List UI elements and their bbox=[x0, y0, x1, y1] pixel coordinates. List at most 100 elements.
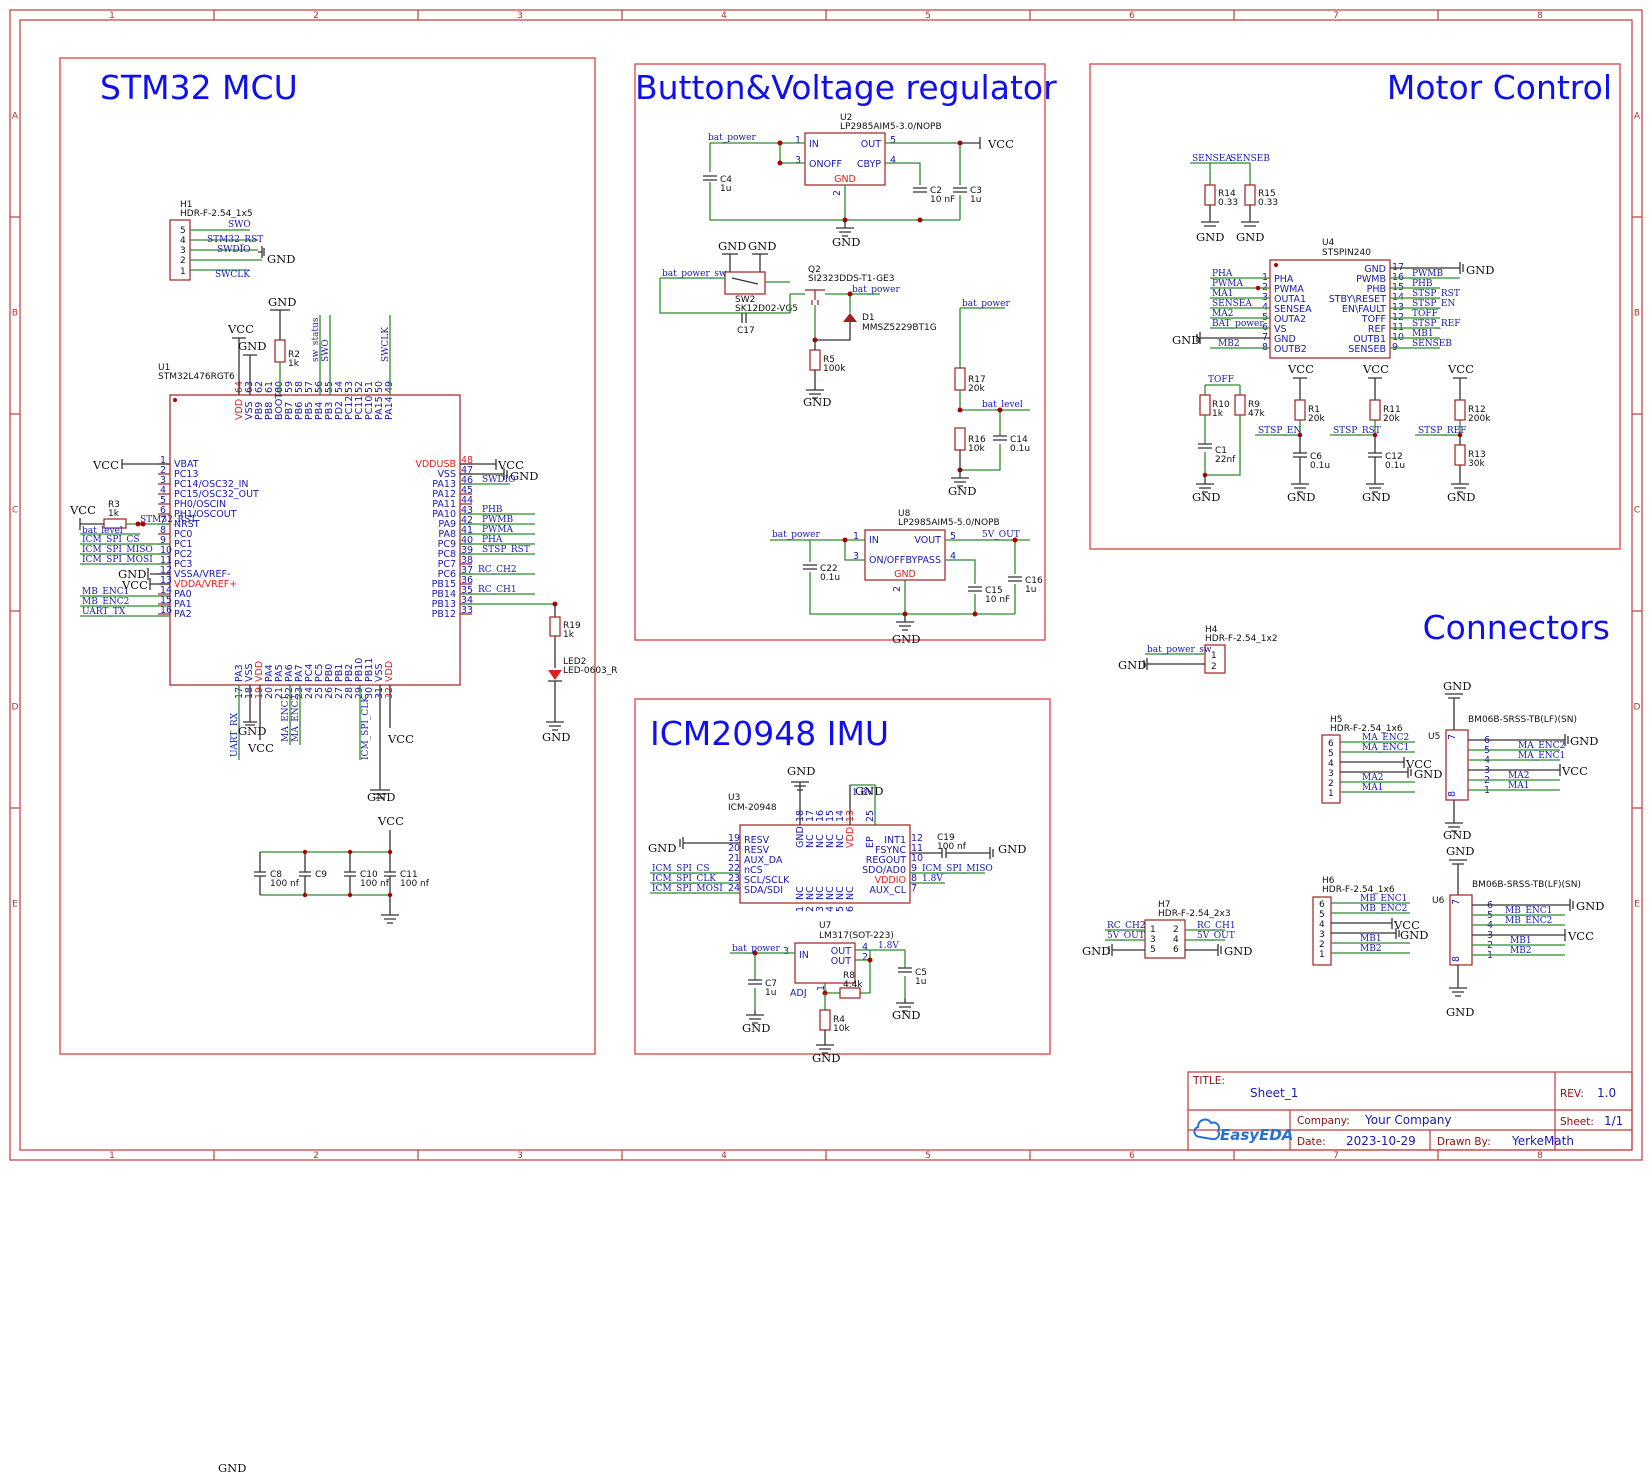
grid-col-top: 4 bbox=[721, 11, 727, 21]
svg-text:R2: R2 bbox=[288, 350, 300, 360]
svg-text:Sheet_1: Sheet_1 bbox=[1250, 1086, 1298, 1100]
svg-text:H7: H7 bbox=[1158, 900, 1171, 910]
svg-text:1.8V: 1.8V bbox=[878, 941, 899, 951]
svg-text:R4: R4 bbox=[833, 1015, 845, 1025]
u1-pin-label: NRST bbox=[174, 519, 200, 530]
u1-pin-number: 25 bbox=[314, 687, 325, 699]
u4-pin-label: REF bbox=[1368, 324, 1386, 335]
svg-text:Date:: Date: bbox=[1297, 1136, 1326, 1148]
u3-pin-number: 22 bbox=[728, 863, 740, 874]
svg-text:TOFF: TOFF bbox=[1412, 309, 1438, 319]
u3-pin-label: EP bbox=[865, 836, 876, 848]
svg-text:MB_ENC2: MB_ENC2 bbox=[1505, 916, 1552, 926]
u1-pin-number: 27 bbox=[334, 687, 345, 699]
svg-text:ONOFF: ONOFF bbox=[809, 159, 842, 170]
grid-col-bottom: 7 bbox=[1333, 1151, 1339, 1161]
svg-text:bat_power: bat_power bbox=[708, 133, 756, 143]
u4-pin-label: STBY\RESET bbox=[1329, 294, 1386, 305]
u1-left-nets: ICM_SPI_CS ICM_SPI_MISO ICM_SPI_MOSI MB_… bbox=[80, 535, 170, 617]
svg-text:1: 1 bbox=[1211, 651, 1217, 661]
svg-text:ICM_SPI_CLK: ICM_SPI_CLK bbox=[652, 874, 716, 884]
u1-pin-label: PA5 bbox=[274, 664, 285, 682]
svg-text:LED-0603_R: LED-0603_R bbox=[563, 666, 618, 676]
vbat-vcc: VCC bbox=[92, 458, 170, 472]
u1-pin-number: 57 bbox=[304, 381, 315, 393]
h6-pin-number: 1 bbox=[1319, 950, 1325, 960]
grid-col-bottom: 2 bbox=[313, 1151, 319, 1161]
svg-text:10k: 10k bbox=[833, 1024, 850, 1034]
u1-pin-label: PA14 bbox=[384, 396, 395, 420]
u3-pin-number: 21 bbox=[728, 853, 740, 864]
svg-text:5V_OUT: 5V_OUT bbox=[1107, 931, 1145, 941]
svg-text:MB_ENC2: MB_ENC2 bbox=[82, 597, 129, 607]
sense-resistors: SENSEA SENSEB R14 0.33 R15 0.33 GND GND bbox=[1190, 154, 1278, 244]
u1-pin-number: 34 bbox=[461, 595, 473, 606]
u3-pin-label: NC bbox=[835, 834, 846, 848]
svg-text:ICM_SPI_MOSI: ICM_SPI_MOSI bbox=[82, 555, 153, 565]
u6-pin-number: 8 bbox=[1451, 956, 1462, 962]
svg-text:SWO: SWO bbox=[321, 339, 331, 362]
u1-pin-number: 15 bbox=[160, 595, 172, 606]
svg-text:RC_CH1: RC_CH1 bbox=[1197, 921, 1236, 931]
svg-text:SENSEB: SENSEB bbox=[1230, 154, 1270, 164]
svg-text:3: 3 bbox=[853, 551, 859, 562]
svg-text:ICM_SPI_MISO: ICM_SPI_MISO bbox=[82, 545, 153, 555]
u1-pin-label: PB1 bbox=[334, 664, 345, 682]
u4-pin-label: OUTB1 bbox=[1353, 334, 1386, 345]
svg-text:3: 3 bbox=[795, 155, 801, 166]
grid-row-left: E bbox=[12, 900, 18, 910]
u1-pin-label: PB3 bbox=[324, 402, 335, 420]
u3-pin-label: NC bbox=[825, 886, 836, 900]
svg-text:4: 4 bbox=[862, 942, 868, 953]
h5-pin-number: 1 bbox=[1328, 789, 1334, 799]
svg-text:GND: GND bbox=[510, 469, 538, 483]
svg-text:BM06B-SRSS-TB(LF)(SN): BM06B-SRSS-TB(LF)(SN) bbox=[1472, 880, 1581, 890]
u3-pin-label: GND bbox=[795, 826, 806, 848]
u4-pin-label: PHA bbox=[1274, 274, 1294, 285]
u4-pin-label: GND bbox=[1364, 264, 1386, 275]
svg-text:U8: U8 bbox=[898, 509, 911, 519]
u1-pin-label: PC14/OSC32_IN bbox=[174, 479, 249, 490]
svg-text:GND: GND bbox=[787, 764, 815, 778]
svg-text:OUT: OUT bbox=[831, 956, 851, 967]
svg-text:GND: GND bbox=[1118, 658, 1146, 672]
u3-pin-label: FSYNC bbox=[875, 845, 906, 856]
svg-text:PWMB: PWMB bbox=[482, 515, 514, 525]
u3-pin-number: 9 bbox=[911, 863, 917, 874]
u3-pin-number: 17 bbox=[805, 810, 816, 822]
u3-pin-label: NC bbox=[825, 834, 836, 848]
u1-pin-label: PB14 bbox=[432, 589, 456, 600]
u1-pin-label: PA10 bbox=[432, 509, 456, 520]
svg-text:GND: GND bbox=[268, 295, 296, 309]
svg-text:GND: GND bbox=[1236, 230, 1264, 244]
u1-pin-number: 20 bbox=[264, 687, 275, 699]
svg-text:1.8V: 1.8V bbox=[852, 788, 873, 798]
svg-text:R17: R17 bbox=[968, 375, 986, 385]
u1-pin-number: 53 bbox=[344, 381, 355, 393]
u1-pin-number: 47 bbox=[461, 465, 473, 476]
svg-text:U2: U2 bbox=[840, 113, 852, 123]
svg-text:SENSEB: SENSEB bbox=[1412, 339, 1452, 349]
svg-text:C7: C7 bbox=[765, 979, 777, 989]
svg-text:U5: U5 bbox=[1428, 732, 1440, 742]
svg-text:bat_level: bat_level bbox=[82, 526, 123, 536]
u1-pin-number: 24 bbox=[304, 687, 315, 699]
u4-pin-label: TOFF bbox=[1361, 314, 1386, 325]
svg-text:ICM_SPI_MISO: ICM_SPI_MISO bbox=[922, 864, 993, 874]
u4-pin-label: GND bbox=[1274, 334, 1296, 345]
svg-text:GND: GND bbox=[1443, 828, 1471, 842]
u3-pin-number: 15 bbox=[825, 810, 836, 822]
svg-text:5: 5 bbox=[950, 531, 956, 542]
u4-pin-label: VS bbox=[1274, 324, 1287, 335]
u1-pin-number: 41 bbox=[461, 525, 473, 536]
u1-pin-label: PC7 bbox=[438, 559, 456, 570]
u1-pin-label: PA15 bbox=[374, 396, 385, 420]
svg-text:GND: GND bbox=[1414, 767, 1442, 781]
svg-text:GND: GND bbox=[1446, 844, 1474, 858]
u1-pin-label: PA3 bbox=[234, 664, 245, 682]
svg-text:C14: C14 bbox=[1010, 435, 1028, 445]
svg-text:SWCLK: SWCLK bbox=[381, 327, 391, 362]
u1-pin-number: 7 bbox=[160, 515, 166, 526]
grid-col-bottom: 1 bbox=[109, 1151, 115, 1161]
